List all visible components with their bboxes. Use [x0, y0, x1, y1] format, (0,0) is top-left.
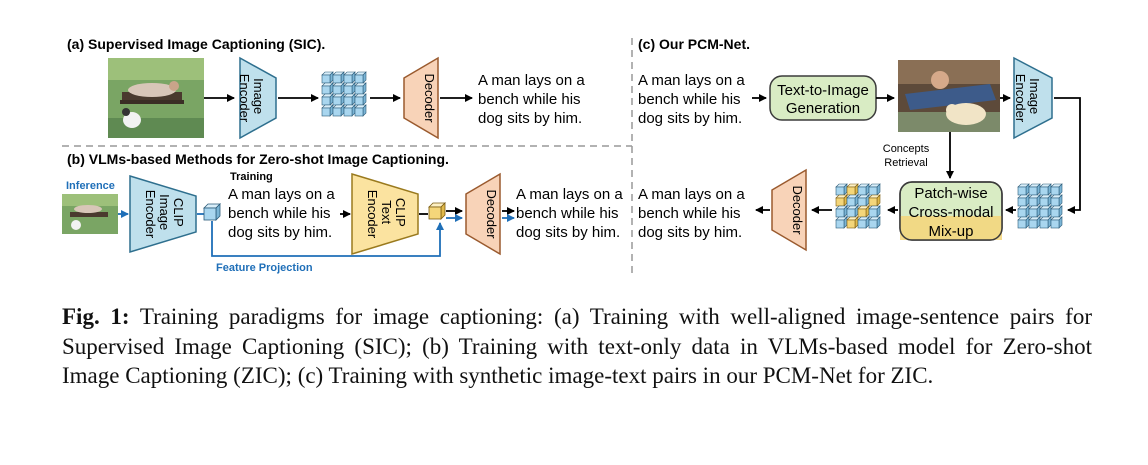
caption-sentence-c-input: A man lays on a bench while his dog sits… — [638, 72, 749, 127]
decoder-label: Decoder — [790, 185, 805, 235]
patch-cube — [343, 93, 356, 106]
mixed-feature-grid — [835, 183, 881, 229]
panel-a-title: (a) Supervised Image Captioning (SIC). — [67, 36, 325, 52]
bench-photo-b — [62, 194, 118, 234]
decoder-c: Decoder — [771, 168, 807, 252]
patch-cube — [1039, 205, 1052, 218]
figure-caption: Fig. 1: Training paradigms for image cap… — [62, 302, 1092, 391]
mixed-patch-cube — [835, 194, 848, 207]
image-feature-cube — [203, 203, 221, 221]
patch-cube — [354, 93, 367, 106]
patch-wise-cross-modal-mixup-box: Patch-wise Cross-modal Mix-up — [899, 181, 1003, 241]
patch-cube — [354, 82, 367, 95]
mixed-patch-cube — [857, 205, 870, 218]
patch-cube — [835, 205, 848, 218]
concepts-retrieval-line-1: Concepts — [883, 143, 930, 155]
patch-cube — [846, 205, 859, 218]
clip-text-encoder: CLIP Text Encoder — [351, 172, 419, 256]
mixup-line-3: Mix-up — [928, 223, 973, 240]
caption-sentence-b-output: A man lays on a bench while his dog sits… — [516, 186, 627, 241]
patch-cube — [868, 216, 881, 229]
visual-feature-grid-c — [1017, 183, 1063, 229]
patch-cube — [332, 93, 345, 106]
caption-sentence-b-input: A man lays on a bench while his dog sits… — [228, 186, 339, 241]
clip-image-encoder: CLIP Image Encoder — [129, 174, 197, 254]
image-encoder-c: Image Encoder — [1013, 56, 1053, 140]
inference-label: Inference — [66, 180, 115, 192]
patch-cube — [857, 216, 870, 229]
decoder-label: Decoder — [422, 73, 437, 123]
patch-cube — [321, 82, 334, 95]
patch-cube — [321, 71, 334, 84]
patch-cube — [343, 82, 356, 95]
patch-cube — [332, 104, 345, 117]
patch-cube — [332, 82, 345, 95]
text-to-image-generation-box: Text-to-Image Generation — [769, 75, 877, 121]
patch-cube — [343, 71, 356, 84]
patch-cube — [1039, 183, 1052, 196]
patch-cube — [868, 205, 881, 218]
synthetic-photo-c — [898, 60, 1000, 132]
patch-cube — [1050, 183, 1063, 196]
decoder-a: Decoder — [403, 56, 439, 140]
patch-cube — [1050, 194, 1063, 207]
patch-cube — [354, 71, 367, 84]
patch-cube — [1050, 205, 1063, 218]
patch-cube — [1039, 194, 1052, 207]
patch-cube — [1017, 194, 1030, 207]
bench-photo-a — [108, 58, 204, 138]
figure-caption-label: Fig. 1: — [62, 304, 130, 329]
text-feature-cube — [428, 202, 446, 220]
patch-cube — [868, 183, 881, 196]
clip-image-encoder-label: CLIP Image Encoder — [143, 190, 186, 239]
image-encoder-label: Image Encoder — [1013, 74, 1042, 123]
training-label: Training — [230, 171, 273, 183]
patch-cube — [835, 183, 848, 196]
mixed-patch-cube — [846, 216, 859, 229]
mixed-patch-cube — [868, 194, 881, 207]
feature-projection-path — [211, 221, 444, 257]
decoder-label: Decoder — [484, 189, 499, 239]
patch-cube — [1050, 216, 1063, 229]
t2i-line-2: Generation — [786, 100, 860, 117]
feature-projection-label: Feature Projection — [216, 262, 313, 274]
figure-caption-text: Training paradigms for image captioning:… — [62, 304, 1092, 388]
patch-cube — [1028, 205, 1041, 218]
image-encoder-label: Image Encoder — [237, 74, 266, 123]
clip-text-encoder-label: CLIP Text Encoder — [365, 190, 408, 239]
concepts-retrieval-line-2: Retrieval — [884, 157, 927, 169]
patch-cube — [354, 104, 367, 117]
patch-cube — [321, 104, 334, 117]
figure-diagram: (a) Supervised Image Captioning (SIC). I… — [62, 36, 1081, 275]
patch-cube — [332, 71, 345, 84]
patch-cube — [857, 183, 870, 196]
patch-cube — [846, 194, 859, 207]
patch-cube — [1017, 183, 1030, 196]
patch-cube — [1028, 216, 1041, 229]
patch-cube — [1028, 183, 1041, 196]
caption-sentence-a: A man lays on a bench while his dog sits… — [478, 72, 589, 127]
decoder-b: Decoder — [465, 172, 501, 256]
panel-c-title: (c) Our PCM-Net. — [638, 36, 750, 52]
patch-cube — [343, 104, 356, 117]
patch-cube — [835, 216, 848, 229]
panel-b-title: (b) VLMs-based Methods for Zero-shot Ima… — [67, 151, 449, 167]
patch-cube — [1028, 194, 1041, 207]
visual-feature-grid-a — [321, 71, 367, 117]
image-encoder-a: Image Encoder — [237, 56, 277, 140]
caption-sentence-c-output: A man lays on a bench while his dog sits… — [638, 186, 749, 241]
mixup-line-2: Cross-modal — [908, 204, 993, 221]
patch-cube — [857, 194, 870, 207]
patch-cube — [1017, 205, 1030, 218]
patch-cube — [1039, 216, 1052, 229]
t2i-line-1: Text-to-Image — [777, 82, 869, 99]
patch-cube — [321, 93, 334, 106]
patch-cube — [1017, 216, 1030, 229]
mixed-patch-cube — [846, 183, 859, 196]
mixup-line-1: Patch-wise — [914, 185, 987, 202]
